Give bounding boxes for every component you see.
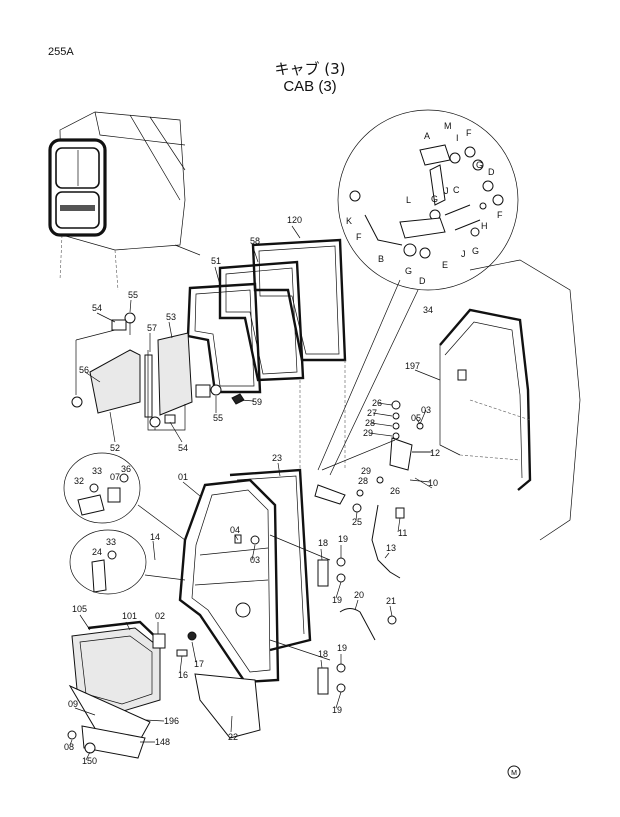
callout-14: 14	[150, 532, 160, 542]
callout-55-top: 55	[128, 290, 138, 300]
detail-label-F-left: F	[356, 232, 362, 242]
callout-34: 34	[423, 305, 433, 315]
detail-label-G-right: G	[472, 246, 479, 256]
detail-label-F-top: F	[466, 128, 472, 138]
detail-label-B: B	[378, 254, 384, 264]
callout-105: 105	[72, 604, 87, 614]
callout-56: 56	[79, 365, 89, 375]
callout-54-top: 54	[92, 303, 102, 313]
callout-197: 197	[405, 361, 420, 371]
callout-11: 11	[398, 528, 407, 538]
detail-label-E: E	[442, 260, 448, 270]
callout-53: 53	[166, 312, 176, 322]
side-glass-assembly	[71, 312, 245, 431]
callout-32: 32	[74, 476, 84, 486]
callout-18-top: 18	[318, 538, 328, 548]
callout-59: 59	[252, 397, 262, 407]
detail-circle-latch	[63, 452, 186, 541]
callout-20: 20	[354, 590, 364, 600]
callout-02: 02	[155, 611, 165, 621]
callout-28-upper: 28	[365, 418, 375, 428]
callout-09: 09	[68, 699, 78, 709]
detail-label-J-top: J	[444, 186, 449, 196]
detail-label-G-top: G	[476, 160, 483, 170]
callout-10: 10	[428, 478, 438, 488]
callout-19-b: 19	[332, 595, 342, 605]
callout-55-bottom: 55	[213, 413, 223, 423]
title-japanese: キャブ (3)	[274, 60, 346, 78]
callout-52: 52	[110, 443, 120, 453]
callout-01: 01	[178, 472, 188, 482]
callout-03-left: 03	[250, 555, 260, 565]
detail-label-I: I	[456, 133, 459, 143]
callout-12: 12	[430, 448, 440, 458]
callout-196: 196	[164, 716, 179, 726]
leader-lines	[69, 225, 441, 761]
page-number: 255A	[48, 46, 74, 58]
callout-51: 51	[211, 256, 221, 266]
callout-25: 25	[352, 517, 362, 527]
callout-19-a: 19	[338, 534, 348, 544]
detail-circle-34	[317, 109, 519, 476]
callout-27: 27	[367, 408, 377, 418]
callout-54-bottom: 54	[178, 443, 188, 453]
callout-26-upper: 26	[372, 398, 382, 408]
detail-label-C: C	[453, 185, 460, 195]
callout-36: 36	[121, 464, 131, 474]
logo-letter: M	[511, 770, 517, 777]
callout-26-lower: 26	[390, 486, 400, 496]
detail-label-D-bottom: D	[419, 276, 426, 286]
detail-label-K: K	[346, 216, 352, 226]
callout-57: 57	[147, 323, 157, 333]
manufacturer-logo: M	[507, 765, 521, 779]
detail-label-J-bottom: J	[461, 249, 466, 259]
detail-label-A: A	[424, 131, 430, 141]
callout-28-lower: 28	[358, 476, 368, 486]
callout-101: 101	[122, 611, 137, 621]
cab-overview-illustration	[48, 111, 201, 291]
callout-33-bottom: 33	[106, 537, 116, 547]
detail-circle-hook	[69, 529, 186, 595]
door-frame	[178, 468, 331, 684]
hinge-and-rod-parts	[314, 400, 431, 695]
callout-58: 58	[250, 236, 260, 246]
detail-label-G-mid: G	[431, 194, 438, 204]
callout-29-upper: 29	[363, 428, 373, 438]
callout-16: 16	[178, 670, 188, 680]
callout-24: 24	[92, 547, 102, 557]
detail-label-M: M	[444, 121, 452, 131]
title-english: CAB (3)	[283, 78, 337, 95]
callout-labels: 120 58 51 54 55 57 53 56 52 55 59 54 33 …	[64, 121, 503, 766]
callout-17: 17	[194, 659, 204, 669]
callout-120: 120	[287, 215, 302, 225]
detail-label-G-bottom: G	[405, 266, 412, 276]
callout-13: 13	[386, 543, 396, 553]
callout-23: 23	[272, 453, 282, 463]
window-seal-frames	[186, 238, 347, 470]
callout-03-right: 03	[421, 405, 431, 415]
callout-18-bottom: 18	[318, 649, 328, 659]
callout-21: 21	[386, 596, 396, 606]
callout-08: 08	[64, 742, 74, 752]
callout-19-c: 19	[337, 643, 347, 653]
detail-label-L: L	[406, 195, 411, 205]
callout-04: 04	[230, 525, 240, 535]
cab-body-outline	[439, 259, 581, 541]
callout-150: 150	[82, 756, 97, 766]
callout-22: 22	[228, 732, 238, 742]
detail-label-H: H	[481, 221, 488, 231]
callout-07: 07	[110, 472, 120, 482]
lower-glass-assembly	[67, 620, 261, 759]
callout-29-lower: 29	[361, 466, 371, 476]
detail-label-D-top: D	[488, 167, 495, 177]
detail-label-F-right: F	[497, 210, 503, 220]
callout-19-d: 19	[332, 705, 342, 715]
callout-148: 148	[155, 737, 170, 747]
callout-33-top: 33	[92, 466, 102, 476]
